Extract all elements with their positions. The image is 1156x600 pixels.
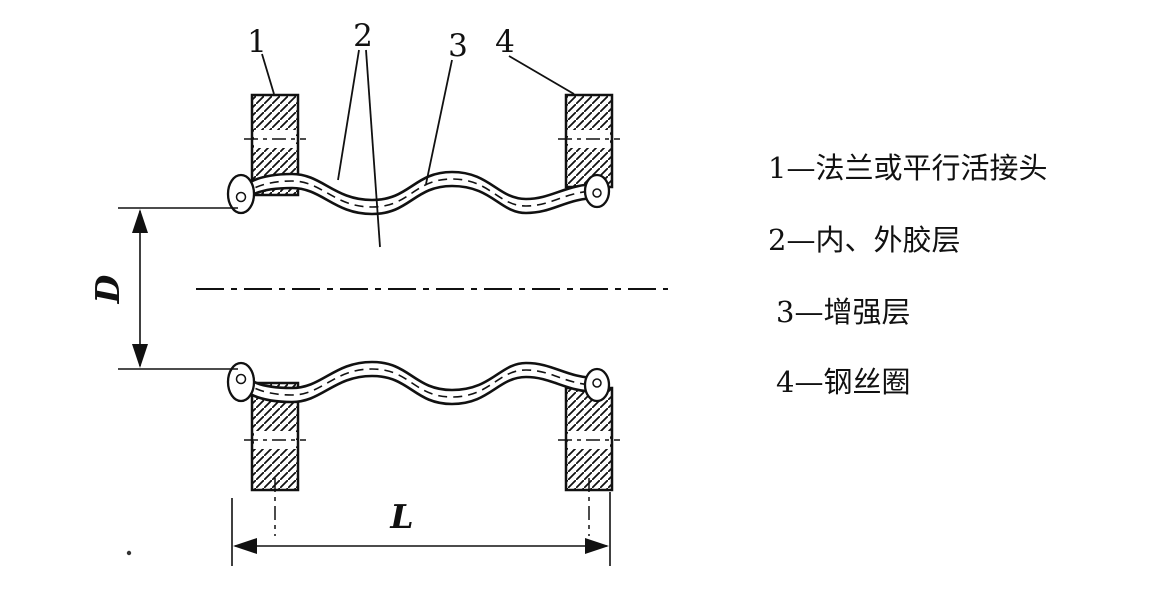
leader-1 (261, 53, 275, 95)
leader-3 (425, 59, 453, 185)
legend: 1—法兰或平行活接头 2—内、外胶层 3—增强层 4—钢丝圈 (768, 151, 1047, 399)
scan-speck (126, 550, 132, 556)
wire-ring-top-left (235, 191, 247, 203)
cuff-top-right (583, 173, 611, 209)
callout-leaders (261, 49, 575, 248)
callout-2: 2 (353, 18, 373, 54)
leader-2b (365, 49, 381, 248)
legend-item-2: 2—内、外胶层 (768, 223, 960, 257)
callout-3: 3 (448, 28, 468, 64)
cuff-top-left (226, 173, 256, 215)
bolt-centerlines (244, 130, 620, 449)
cuffs-and-wire-rings (226, 173, 611, 403)
wire-ring-bottom-left (235, 373, 247, 385)
wire-ring-bottom-right (592, 378, 602, 388)
cuff-bottom-left (226, 361, 256, 403)
leader-4 (508, 55, 575, 95)
callout-4: 4 (495, 24, 515, 60)
legend-item-1: 1—法兰或平行活接头 (768, 151, 1047, 185)
legend-item-3: 3—增强层 (776, 295, 910, 329)
dimension-d (118, 207, 238, 370)
dim-d-label: D (88, 274, 127, 304)
callout-1: 1 (247, 24, 267, 60)
wire-ring-top-right (592, 188, 602, 198)
legend-item-4: 4—钢丝圈 (776, 365, 910, 399)
leader-2a (337, 49, 360, 181)
bellows-bottom-reinforcement-line (234, 367, 598, 398)
cuff-bottom-right (583, 367, 611, 403)
bellows-top-reinforcement-line (234, 178, 598, 209)
dimension-l (231, 492, 611, 566)
dim-l-label: L (389, 497, 413, 536)
